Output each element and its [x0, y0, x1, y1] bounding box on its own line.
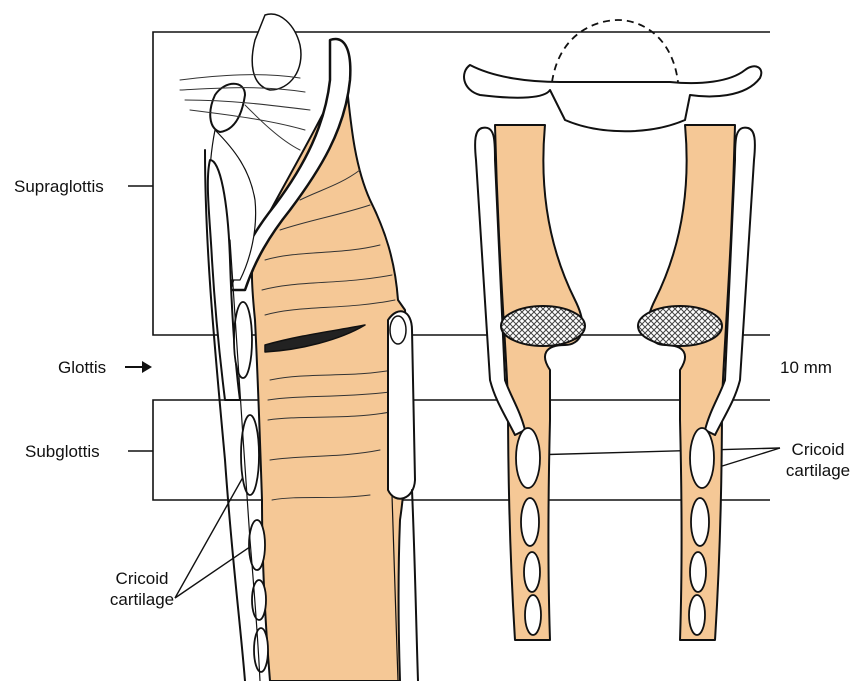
- label-subglottis: Subglottis: [25, 441, 100, 462]
- right-vocal-fold: [638, 306, 722, 346]
- posterior-wall: [412, 490, 418, 681]
- label-supraglottis: Supraglottis: [14, 176, 104, 197]
- sagittal-view: [180, 14, 418, 681]
- tongue-base: [252, 14, 301, 90]
- cricoid-right-leader-1: [530, 448, 780, 455]
- coronal-hyoid: [464, 65, 761, 131]
- label-cricoid-right-line2: cartilage: [776, 460, 860, 481]
- label-glottis: Glottis: [58, 357, 106, 378]
- glottis-arrow: [125, 361, 152, 373]
- cricoid-left-leader-1: [175, 470, 247, 598]
- label-cricoid-left: Cricoid cartilage: [100, 568, 184, 610]
- label-cricoid-left-line1: Cricoid: [100, 568, 184, 589]
- label-cricoid-left-line2: cartilage: [100, 589, 184, 610]
- left-vocal-fold: [501, 306, 585, 346]
- dashed-dome: [552, 20, 678, 82]
- label-cricoid-right-line1: Cricoid: [776, 439, 860, 460]
- label-cricoid-right: Cricoid cartilage: [776, 439, 860, 481]
- coronal-view: [464, 20, 761, 640]
- arytenoid-cartilage: [390, 316, 406, 344]
- hyoid-bone: [210, 84, 245, 132]
- label-scale: 10 mm: [780, 357, 832, 378]
- pre-epiglottic-fibers: [180, 75, 310, 150]
